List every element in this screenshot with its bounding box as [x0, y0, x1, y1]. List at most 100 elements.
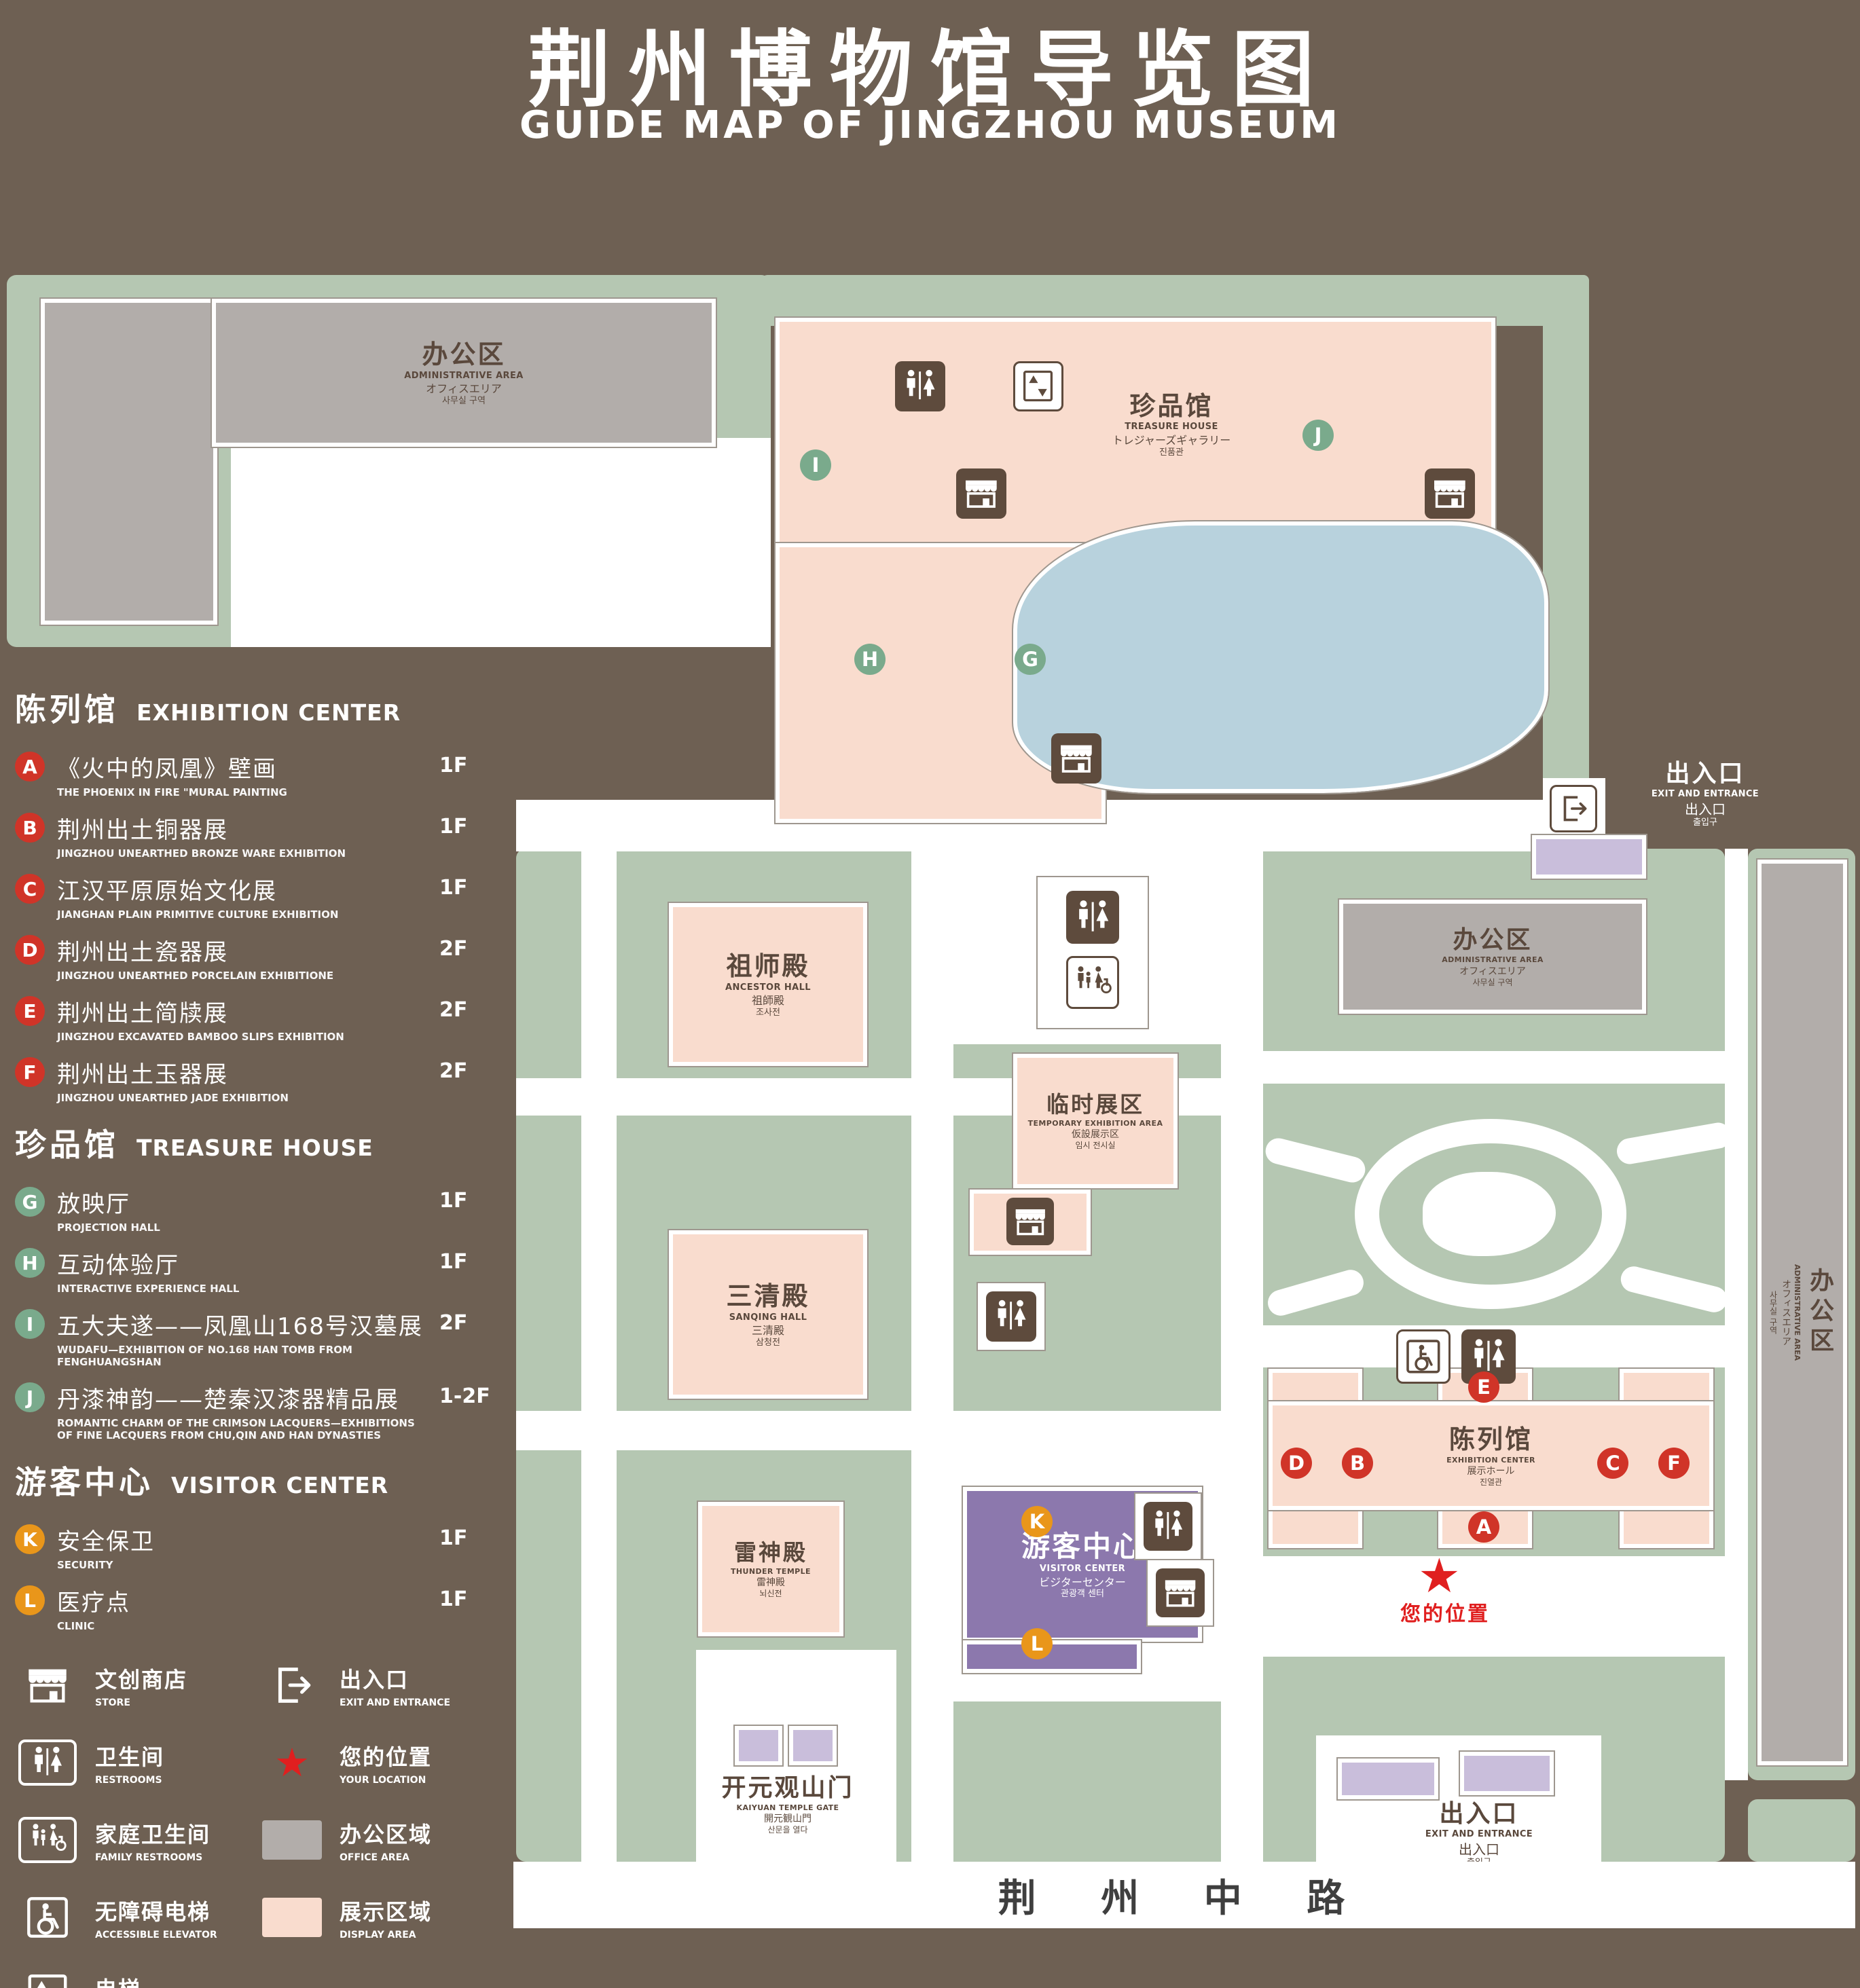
item-title: 五大夫遂——凤凰山168号汉墓展 [57, 1313, 423, 1340]
badge-j: J [15, 1382, 45, 1412]
thunder-temple-label-ja: 雷神殿 [756, 1577, 785, 1588]
legend-symbol-family-restrooms: 家庭卫生间 FAMILY RESTROOMS [15, 1813, 259, 1867]
ancestor-hall-label-ja: 祖師殿 [751, 994, 784, 1008]
office-area-swatch [262, 1820, 322, 1860]
map-badge-c: C [1597, 1448, 1628, 1479]
kaiyuan-gate-label: 开元观山门 KAIYUAN TEMPLE GATE 開元観山門 산문을 열다 [686, 1773, 890, 1835]
ancestor-hall-label: 祖师殿 ANCESTOR HALL 祖師殿 조사전 [725, 951, 811, 1018]
badge-e: E [15, 996, 45, 1026]
exit-bottom-label-zh: 出入口 [1439, 1800, 1519, 1828]
map-badge-i: I [800, 449, 831, 481]
restroom-icon [18, 1740, 77, 1786]
your-location-label: 您的位置 [1400, 1602, 1490, 1626]
symbol-label-en: FAMILY RESTROOMS [95, 1852, 203, 1863]
gate-post [733, 1725, 784, 1767]
temporary-exhibition-building: 临时展区 TEMPORARY EXHIBITION AREA 仮設展示区 임시 … [1012, 1052, 1179, 1190]
treasure-house-label-ko: 진품관 [1159, 447, 1184, 458]
kaiyuan-gate-label-ko: 산문을 열다 [767, 1825, 808, 1835]
item-floor: 1F [439, 754, 468, 777]
badge-i: I [15, 1309, 45, 1339]
badge-h: H [15, 1248, 45, 1278]
exhibition-center-label-en: EXHIBITION CENTER [1446, 1455, 1535, 1465]
visitor-center-label-ko: 관광객 센터 [1061, 1589, 1104, 1600]
symbol-label-zh: 家庭卫生间 [95, 1821, 211, 1847]
sanqing-hall-label: 三清殿 SANQING HALL 三清殿 삼청전 [726, 1281, 809, 1348]
display-area-swatch [262, 1898, 322, 1937]
admin-label-en: ADMINISTRATIVE AREA [1442, 955, 1544, 965]
exit-bottom-label-en: EXIT AND ENTRANCE [1425, 1828, 1533, 1839]
map-badge-b: B [1342, 1448, 1373, 1479]
elevator-icon [1013, 361, 1063, 411]
item-floor: 2F [439, 1059, 468, 1083]
temporary-exhibition-label-ja: 仮設展示区 [1071, 1128, 1119, 1140]
section-title-en: EXHIBITION CENTER [136, 699, 401, 726]
exhibition-center-label-ko: 진열관 [1479, 1477, 1503, 1488]
map-badge-g: G [1015, 644, 1046, 675]
symbol-label-en: YOUR LOCATION [340, 1774, 426, 1786]
exit-right-label-en: EXIT AND ENTRANCE [1651, 788, 1759, 799]
admin-far-right-label: 办公区 ADMINISTRATIVE AREA オフィスエリア 사무실 구역 [1768, 1264, 1837, 1361]
symbol-label-en: ACCESSIBLE ELEVATOR [95, 1929, 217, 1940]
plaza-exhibition-south [1263, 1556, 1725, 1657]
your-location-star-icon: ★ [1418, 1548, 1461, 1604]
badge-a: A [15, 752, 45, 781]
thunder-temple-label-en: THUNDER TEMPLE [731, 1566, 811, 1576]
path-horizontal-2 [516, 1411, 1263, 1450]
store-icon [1006, 1198, 1054, 1245]
symbol-label-zh: 文创商店 [95, 1666, 188, 1693]
restroom-icon [895, 361, 945, 411]
temporary-exhibition-label-ko: 임시 전시실 [1075, 1141, 1116, 1151]
symbol-label-zh: 出入口 [340, 1666, 409, 1693]
thunder-temple-label-ko: 뇌신전 [759, 1589, 782, 1599]
exit-bottom-label-ja: 出入口 [1459, 1841, 1499, 1858]
item-title: 荆州出土瓷器展 [57, 939, 228, 966]
exit-bottom-label: 出入口 EXIT AND ENTRANCE 出入口 출입구 [1377, 1799, 1581, 1869]
store-icon [956, 468, 1006, 519]
item-title: 荆州出土玉器展 [57, 1061, 228, 1088]
entrance-block [1459, 1750, 1555, 1797]
symbol-label-en: DISPLAY AREA [340, 1929, 416, 1940]
exhibition-center-label: 陈列馆 EXHIBITION CENTER 展示ホール 진열관 [1446, 1424, 1535, 1487]
item-floor: 2F [439, 998, 468, 1022]
badge-d: D [15, 935, 45, 965]
temporary-exhibition-label: 临时展区 TEMPORARY EXHIBITION AREA 仮設展示区 임시 … [1028, 1091, 1163, 1150]
admin-top-left-label: 办公区 ADMINISTRATIVE AREA オフィスエリア 사무실 구역 [404, 339, 523, 407]
store-icon [15, 1661, 80, 1709]
store-icon [1156, 1568, 1205, 1617]
sanqing-hall-label-en: SANQING HALL [729, 1312, 807, 1323]
item-floor: 2F [439, 937, 468, 961]
item-title: 互动体验厅 [57, 1252, 179, 1279]
item-title: 医疗点 [57, 1589, 130, 1617]
exit-right-label: 出入口 EXIT AND ENTRANCE 出入口 출입구 [1600, 759, 1810, 828]
admin-label-zh: 办公区 [1806, 1267, 1834, 1357]
treasure-house-label-en: TREASURE HOUSE [1125, 422, 1218, 432]
exhibition-center-stub-bottom-right [1618, 1503, 1715, 1549]
exit-right-label-zh: 出入口 [1665, 760, 1745, 788]
admin-label-ko: 사무실 구역 [1472, 977, 1513, 987]
sanqing-hall-label-ko: 삼청전 [756, 1337, 780, 1348]
item-floor: 1F [439, 1587, 468, 1611]
item-subtitle: THE PHOENIX IN FIRE "MURAL PAINTING [57, 786, 287, 798]
accessible-elevator-icon [15, 1894, 80, 1941]
thunder-temple-label-zh: 雷神殿 [733, 1539, 807, 1566]
pond [1012, 520, 1550, 794]
badge-g: G [15, 1187, 45, 1217]
plaza-top-left [231, 438, 771, 647]
section-title-zh: 珍品馆 [15, 1126, 119, 1163]
map-badge-e: E [1468, 1372, 1499, 1403]
map-badge-j: J [1302, 420, 1334, 451]
badge-k: K [15, 1524, 45, 1554]
admin-building-top-left-wing [39, 297, 219, 626]
item-floor: 1F [439, 815, 468, 839]
item-title: 荆州出土简牍展 [57, 1000, 228, 1027]
entrance-block [1531, 834, 1647, 880]
